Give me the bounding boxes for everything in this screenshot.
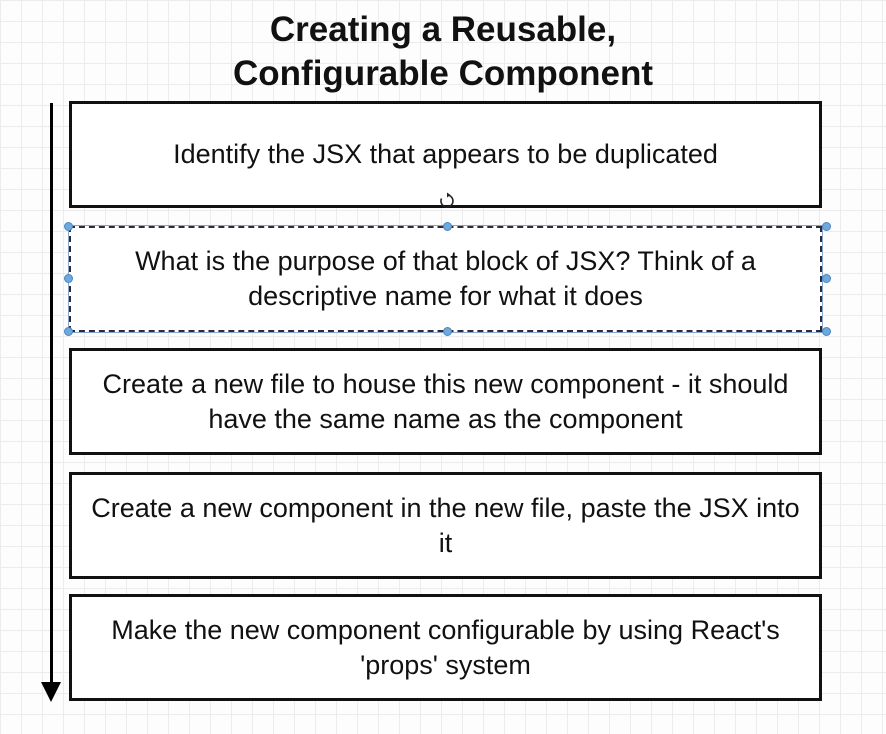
selection-handle-bottom-left[interactable] <box>64 327 73 336</box>
step-box-5[interactable]: Make the new component configurable by u… <box>69 594 822 701</box>
step-box-3[interactable]: Create a new file to house this new comp… <box>69 348 822 455</box>
step-text-2: What is the purpose of that block of JSX… <box>135 246 756 311</box>
step-box-1[interactable]: Identify the JSX that appears to be dupl… <box>69 101 822 208</box>
flow-arrow-line <box>50 103 53 683</box>
down-arrow-icon <box>41 682 61 702</box>
step-text-3: Create a new file to house this new comp… <box>102 368 789 434</box>
title-line-2: Configurable Component <box>233 54 653 93</box>
diagram-title: Creating a Reusable, Configurable Compon… <box>0 8 886 96</box>
selection-handle-middle-right[interactable] <box>822 274 831 283</box>
selection-handle-top-right[interactable] <box>822 222 831 231</box>
step-text-5: Make the new component configurable by u… <box>111 614 780 680</box>
step-text-4: Create a new component in the new file, … <box>91 492 800 558</box>
selection-handle-bottom-center[interactable] <box>443 327 452 336</box>
selection-handle-bottom-right[interactable] <box>822 327 831 336</box>
step-box-4[interactable]: Create a new component in the new file, … <box>69 472 822 579</box>
title-line-1: Creating a Reusable, <box>269 10 617 49</box>
step-text-1: Identify the JSX that appears to be dupl… <box>173 139 718 169</box>
selection-handle-top-center[interactable] <box>443 222 452 231</box>
rotate-icon[interactable] <box>438 192 456 210</box>
selection-handle-top-left[interactable] <box>64 222 73 231</box>
step-box-2-selected[interactable]: What is the purpose of that block of JSX… <box>68 225 823 333</box>
selection-handle-middle-left[interactable] <box>64 274 73 283</box>
